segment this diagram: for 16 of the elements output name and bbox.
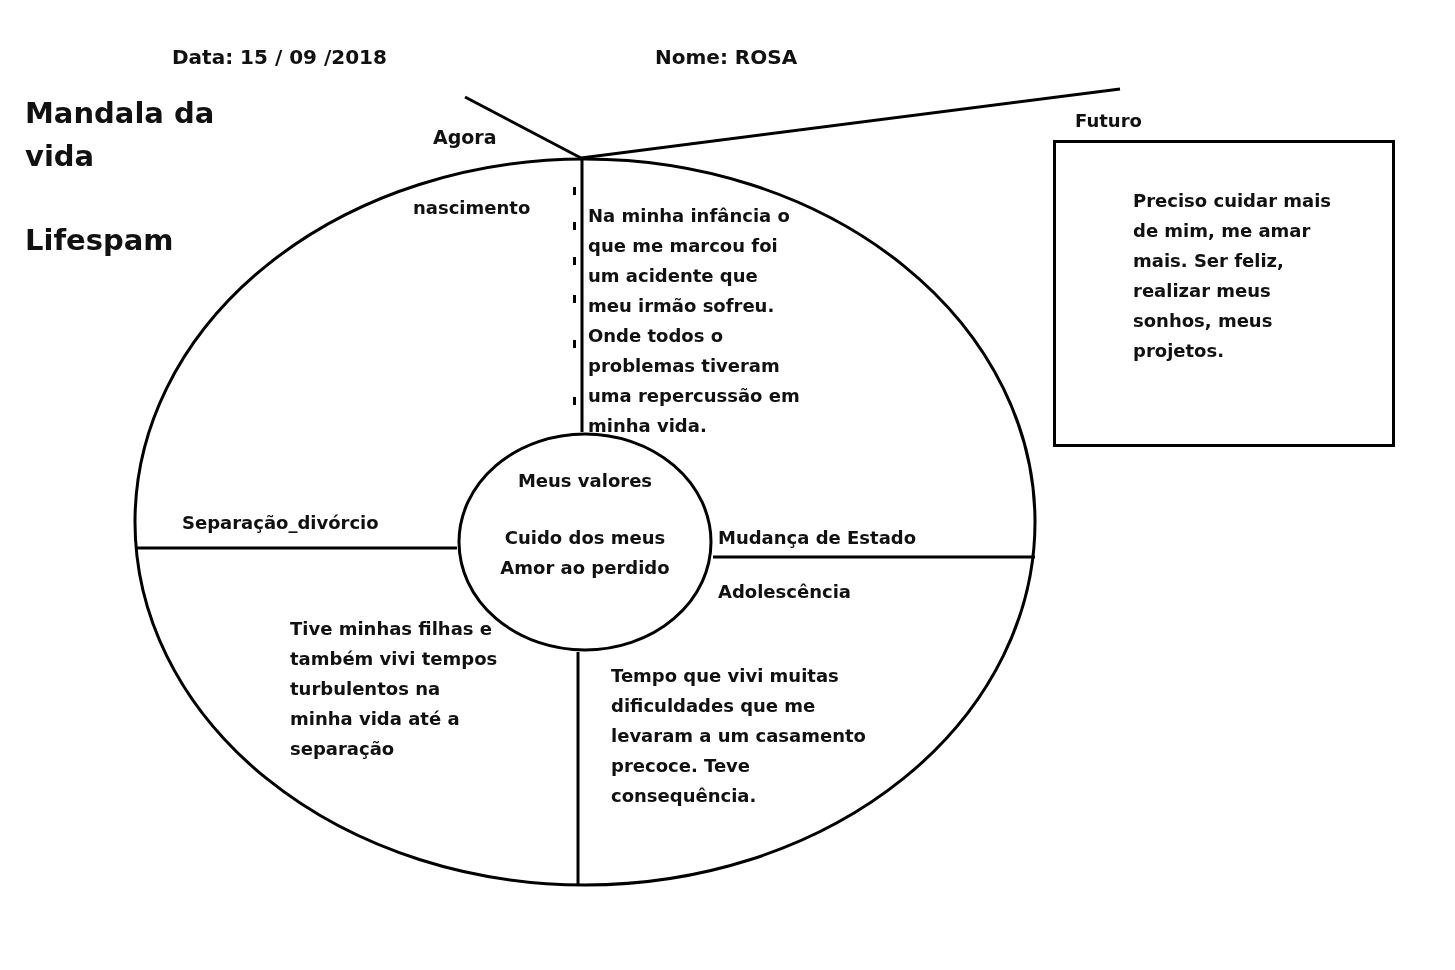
node-heading: Meus valores <box>516 469 654 493</box>
name-field: Nome: ROSA <box>655 42 798 72</box>
node-label: Adolescência <box>718 580 852 604</box>
title: Mandala da vida <box>25 95 216 175</box>
date-field: Data: 15 / 09 /2018 <box>172 42 387 72</box>
node-text: Tempo que vivi muitas dificuldades que me levaram a um casamento precoce. Teve consequência. <box>611 664 867 808</box>
node-label: nascimento <box>413 196 532 220</box>
node-text: Cuido dos meus Amor ao perdido <box>499 526 671 580</box>
subtitle: Lifespam <box>25 222 174 259</box>
node-label: Separação_divórcio <box>182 511 380 535</box>
node-label: Mudança de Estado <box>718 526 918 550</box>
node-text: Tive minhas filhas e também vivi tempos turbulentos na minha vida até a separação <box>290 617 499 761</box>
node-text: Na minha infância o que me marcou foi um acidente que meu irmão sofreu. Onde todos o problemas tiveram uma repercussão em minha vida. <box>588 204 801 438</box>
node-text: Preciso cuidar mais de mim, me amar mais. Ser feliz, realizar meus sonhos, meus projetos. <box>1133 189 1333 363</box>
label: Agora <box>433 125 497 150</box>
node-heading: Futuro <box>1075 109 1143 133</box>
